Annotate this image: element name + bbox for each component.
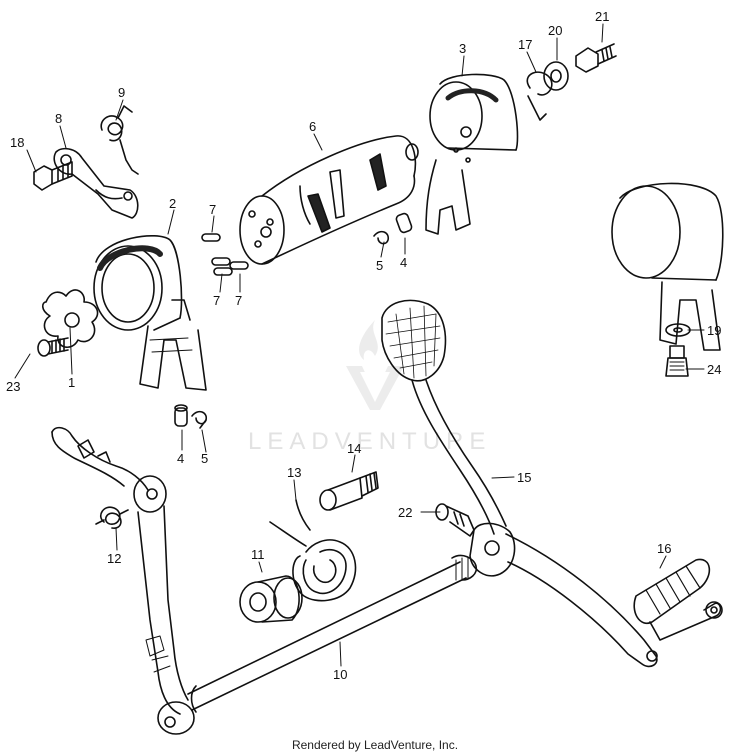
- callout-16: 16: [657, 541, 672, 556]
- part-24-bolt: [665, 345, 689, 377]
- part-17-clip: [526, 71, 553, 121]
- part-9-spring: [100, 105, 139, 175]
- watermark-text: LEADVENTURE: [248, 428, 492, 455]
- callout-13: 13: [287, 465, 302, 480]
- part-7-pins: [201, 233, 249, 276]
- callout-7c: 7: [235, 293, 243, 308]
- callout-15: 15: [517, 470, 532, 485]
- callout-18: 18: [10, 135, 25, 150]
- callout-23: 23: [6, 379, 21, 394]
- part-10-shift-spindle: [51, 426, 478, 735]
- callout-11: 11: [251, 547, 265, 562]
- callout-6: 6: [309, 119, 317, 134]
- part-22-bolt: [435, 503, 475, 537]
- part-19-shift-fork-right: [611, 182, 724, 351]
- callout-5b: 5: [376, 258, 384, 273]
- callout-20: 20: [548, 23, 563, 38]
- part-15-shift-lever: [381, 299, 658, 668]
- part-8-stopper-arm: [53, 147, 139, 219]
- part-23-screw: [37, 337, 69, 357]
- part-4-guide-pin-left: [174, 404, 188, 427]
- callout-7b: 7: [213, 293, 221, 308]
- callout-2: 2: [169, 196, 177, 211]
- part-3-shift-fork: [425, 73, 519, 235]
- part-4-guide-pin-right: [395, 212, 413, 234]
- part-16-footpeg: [633, 558, 723, 641]
- part-6-shift-drum: [239, 135, 419, 265]
- part-5-clip-right: [373, 230, 390, 245]
- part-13-spring: [269, 499, 357, 602]
- footer-credit: Rendered by LeadVenture, Inc.: [291, 738, 459, 752]
- part-12-spring: [95, 506, 129, 529]
- leadventure-logo-watermark: [346, 320, 404, 410]
- callout-19: 19: [707, 323, 722, 338]
- callout-24: 24: [707, 362, 722, 377]
- callout-8: 8: [55, 111, 63, 126]
- callout-12: 12: [107, 551, 122, 566]
- callout-4a: 4: [177, 451, 185, 466]
- callout-10: 10: [333, 667, 348, 682]
- callout-9: 9: [118, 85, 126, 100]
- part-2-shift-fork: [93, 235, 207, 391]
- callout-17: 17: [518, 37, 533, 52]
- callout-7a: 7: [209, 202, 217, 217]
- part-21-bolt: [575, 43, 617, 73]
- part-18-bolt: [33, 161, 73, 191]
- part-1-star-plate: [41, 289, 99, 348]
- callout-5a: 5: [201, 451, 209, 466]
- part-5-clip-left: [191, 410, 208, 429]
- part-20-washer: [543, 61, 569, 91]
- callout-21: 21: [595, 9, 610, 24]
- callout-14: 14: [347, 441, 362, 456]
- part-11-collar: [239, 575, 303, 623]
- leader-lines: [14, 23, 705, 667]
- callout-1: 1: [68, 375, 76, 390]
- callout-22: 22: [398, 505, 413, 520]
- callout-4b: 4: [400, 255, 408, 270]
- part-14-bolt: [319, 471, 379, 511]
- callout-3: 3: [459, 41, 467, 56]
